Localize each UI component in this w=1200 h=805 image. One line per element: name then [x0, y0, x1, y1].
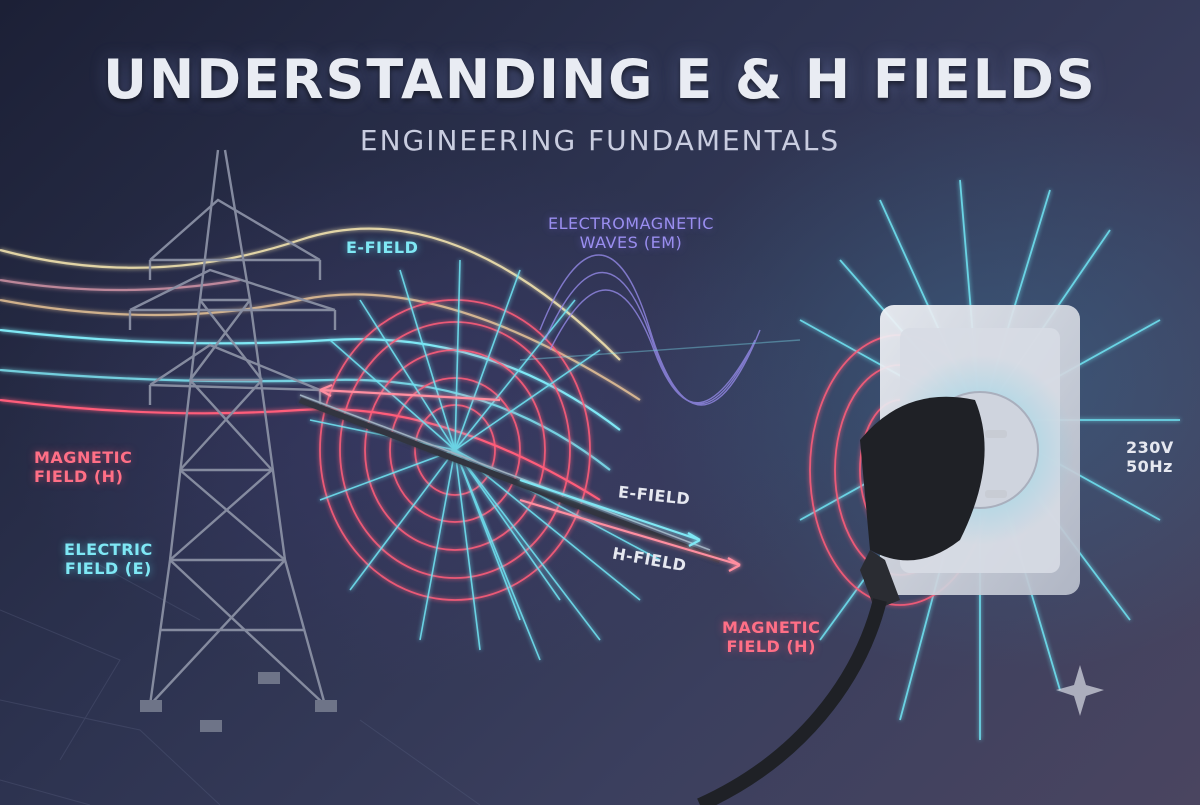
- magnetic-field-rings: [319, 299, 591, 601]
- tower-footings: [140, 672, 337, 732]
- magnetic-field-right-label: MAGNETIC FIELD (H): [722, 618, 821, 656]
- em-waves-label: ELECTROMAGNETIC WAVES (EM): [548, 214, 714, 252]
- sparkle-icon: [1056, 665, 1104, 716]
- voltage-rating-label: 230V 50Hz: [1126, 438, 1174, 476]
- e-field-top-label: E-FIELD: [346, 238, 419, 257]
- page-subtitle: ENGINEERING FUNDAMENTALS: [359, 124, 841, 157]
- magnetic-field-left-label: MAGNETIC FIELD (H): [34, 448, 133, 486]
- electric-field-left-label: ELECTRIC FIELD (E): [64, 540, 153, 578]
- power-lines: [0, 227, 641, 501]
- electric-field-lines: [309, 259, 661, 661]
- page-title: UNDERSTANDING E & H FIELDS: [103, 48, 1097, 111]
- cable: [298, 394, 722, 563]
- power-plug-icon: [697, 396, 1007, 805]
- field-arrows: [319, 383, 741, 572]
- transmission-tower-icon: [128, 149, 337, 706]
- floor-grid: [0, 559, 481, 805]
- em-wave: [519, 254, 801, 406]
